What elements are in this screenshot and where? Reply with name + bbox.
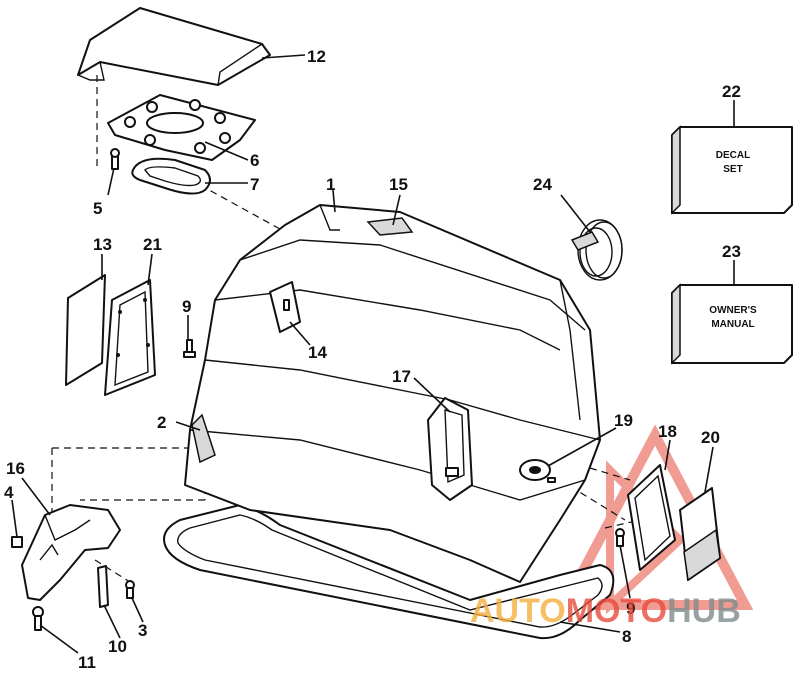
callout-20: 20: [701, 428, 720, 447]
watermark-text: AUTOMOTOHUB: [470, 592, 741, 630]
part-8-bottom-seal: [163, 504, 615, 640]
callout-11: 11: [78, 653, 96, 672]
part-5-screw: [110, 148, 120, 170]
callout-7: 7: [250, 175, 259, 194]
decal-line2: SET: [723, 164, 742, 175]
part-16-bracket: [11, 504, 121, 601]
part-18-plate: [627, 464, 676, 571]
owners-manual-box: OWNER'S MANUAL: [671, 283, 793, 365]
callout-6: 6: [250, 151, 259, 170]
callout-15: 15: [389, 175, 408, 194]
callout-labels: 12 6 7 5 1 15 24 13 21 9 14 17 2 19 18 2…: [4, 47, 741, 672]
part-3-screw: [125, 580, 135, 599]
callout-13: 13: [93, 235, 112, 254]
part-11-fastener: [32, 606, 44, 631]
part-12-top-cover: [77, 7, 271, 86]
part-24-cable: [570, 219, 623, 281]
watermark-hub: HUB: [667, 592, 741, 630]
callout-4: 4: [4, 483, 14, 502]
callout-24: 24: [533, 175, 552, 194]
part-6-gasket-plate: [107, 94, 256, 161]
callout-19: 19: [614, 411, 633, 430]
decal-line1: DECAL: [716, 150, 750, 161]
callout-23: 23: [722, 242, 741, 261]
part-14-bracket: [269, 281, 301, 333]
svg-text:AUTOMOTOHUB: AUTOMOTOHUB: [470, 592, 741, 630]
callout-12: 12: [307, 47, 326, 66]
callout-9-left: 9: [182, 297, 191, 316]
callout-10: 10: [108, 637, 127, 656]
part-7-ring-seal: [131, 157, 211, 195]
watermark-moto: MOTO: [566, 592, 667, 630]
callout-1: 1: [326, 175, 335, 194]
callout-2: 2: [157, 413, 166, 432]
callout-3: 3: [138, 621, 147, 640]
part-13-panel: [65, 274, 106, 386]
part-21-gasket-panel: [104, 279, 156, 396]
callout-22: 22: [722, 82, 741, 101]
manual-line1: OWNER'S: [709, 305, 757, 316]
part-15-top-latch: [366, 217, 414, 236]
callout-9-right: 9: [626, 599, 635, 618]
manual-line2: MANUAL: [711, 319, 754, 330]
callout-21: 21: [143, 235, 162, 254]
part-19-grommet: [519, 459, 556, 483]
decal-set-box: DECAL SET: [671, 125, 793, 215]
part-9-screw-right: [615, 528, 625, 547]
callout-16: 16: [6, 459, 25, 478]
part-20-decal: [679, 487, 721, 582]
callout-17: 17: [392, 367, 411, 386]
part-9-screw-left: [183, 339, 196, 358]
callout-8: 8: [622, 627, 631, 646]
callout-14: 14: [308, 343, 327, 362]
part-17-side-latch: [427, 397, 473, 501]
watermark-auto: AUTO: [470, 592, 566, 630]
leader-lines: [11, 54, 735, 654]
part-10-clip: [97, 565, 109, 608]
callout-5: 5: [93, 199, 102, 218]
callout-18: 18: [658, 422, 677, 441]
